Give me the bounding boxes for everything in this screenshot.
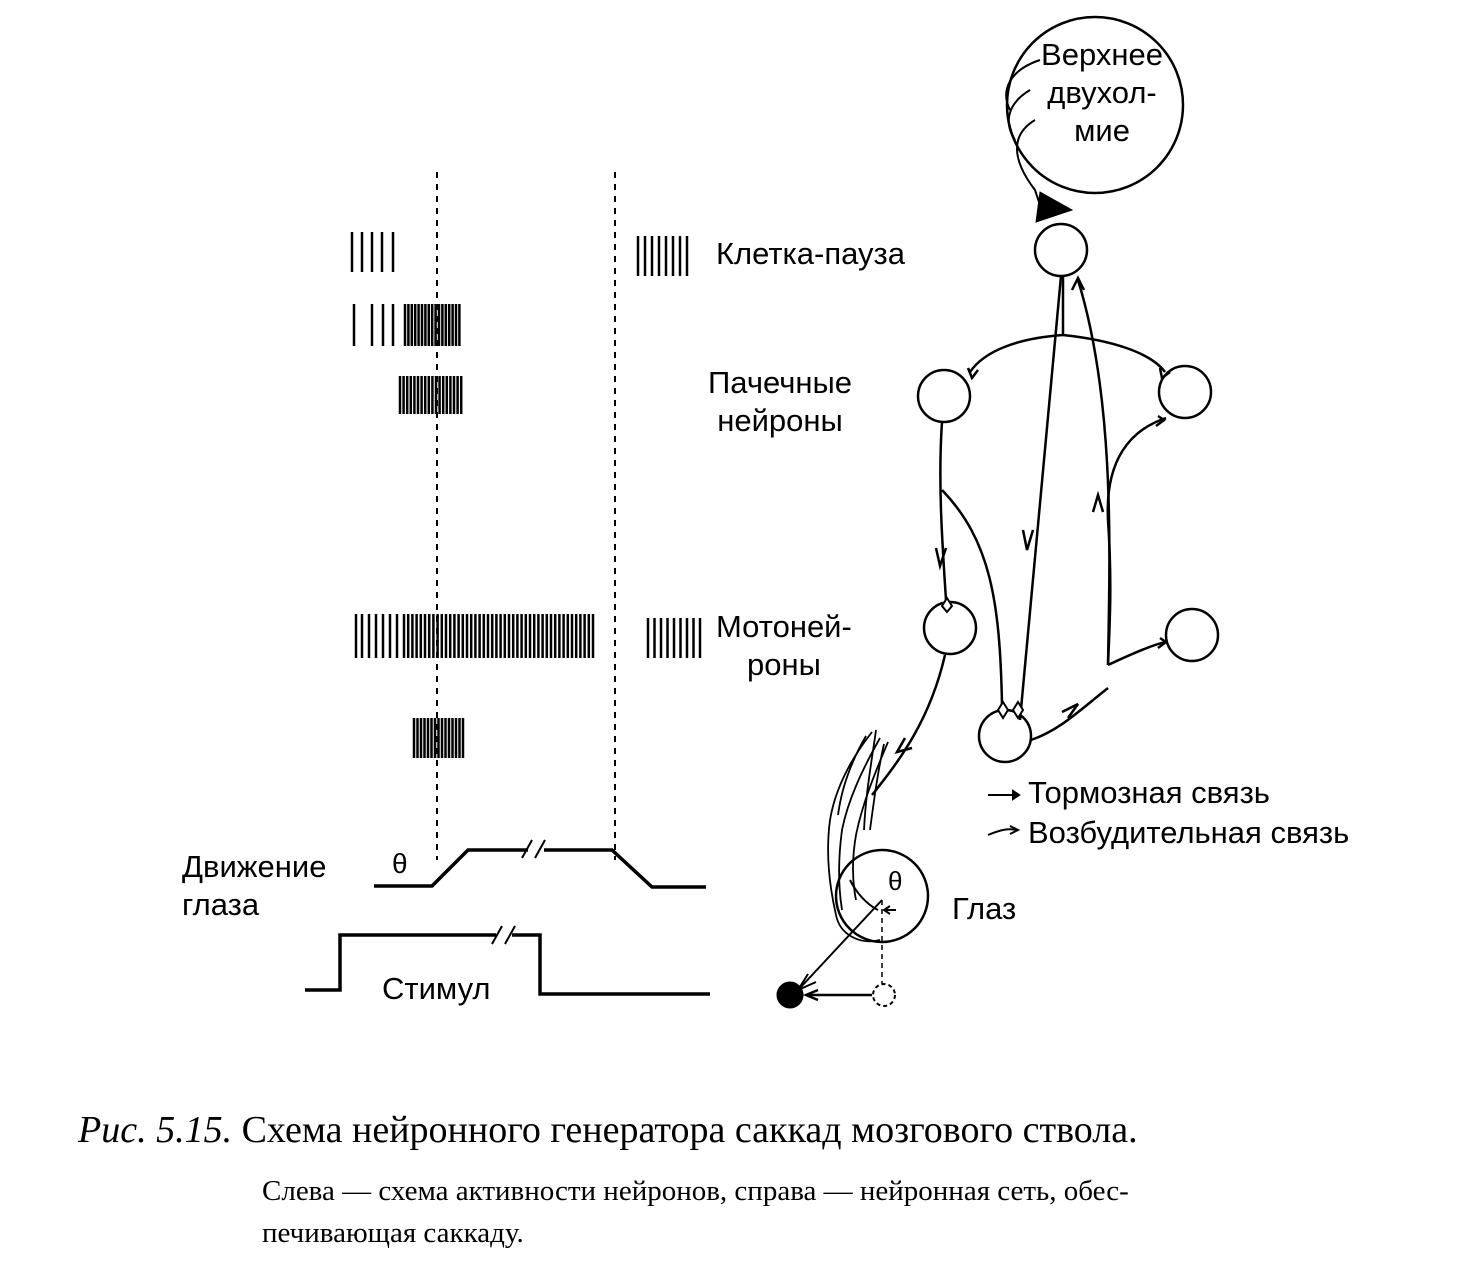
- label-eye: Глаз: [952, 891, 1017, 926]
- stimulus-trace: [305, 933, 496, 992]
- legend-excitatory: Возбудительная связь: [1028, 815, 1350, 850]
- label-line: глаза: [182, 887, 260, 922]
- stimulus-trace-end: [512, 933, 710, 996]
- legend-inhibitory: Тормозная связь: [1028, 775, 1270, 810]
- right-upper-node: [1164, 607, 1220, 663]
- axis-break-mark: [521, 839, 533, 859]
- label-line: нейроны: [717, 403, 843, 438]
- angle-arrow: [882, 905, 896, 915]
- target-filled: [776, 981, 804, 1009]
- spike-trains: [350, 232, 702, 758]
- target-initial: [872, 983, 896, 1007]
- label-line: мие: [1074, 113, 1130, 148]
- label-motoneurons: Мотоней- роны: [716, 608, 852, 684]
- label-eye-movement: Движение глаза: [182, 848, 326, 924]
- caption-description-2: печивающая саккаду.: [262, 1217, 524, 1249]
- label-line: Мотоней-: [716, 609, 852, 644]
- label-line: роны: [746, 647, 821, 682]
- axis-break-mark: [534, 839, 546, 859]
- label-line: Верхнее: [1041, 37, 1163, 72]
- label-theta-trace: θ: [392, 848, 408, 879]
- label-line: двухол-: [1047, 75, 1157, 110]
- caption-title: Схема нейронного генератора саккад мозго…: [241, 1109, 1138, 1151]
- caption-title-line: Рис. 5.15. Схема нейронного генератора с…: [78, 1108, 1138, 1152]
- colliculus-arrowhead: [1035, 191, 1074, 223]
- interneuron-node: [977, 708, 1033, 764]
- axis-break-mark: [491, 925, 503, 945]
- burst-neuron-right-node: [1157, 364, 1213, 420]
- label-theta-eye: θ: [888, 866, 903, 896]
- eye-ball: [834, 848, 930, 944]
- colliculus-fibers: [1005, 59, 1041, 206]
- label-burst-neurons: Пачечные нейроны: [708, 364, 852, 440]
- axis-break-mark: [504, 925, 516, 945]
- eye-movement-trace-end: [544, 848, 706, 889]
- angle-arc: [849, 879, 879, 911]
- legend-symbols: [987, 789, 1021, 836]
- label-line: Пачечные: [708, 365, 852, 400]
- figure-number: Рис. 5.15.: [78, 1109, 233, 1151]
- gaze-direction: [799, 899, 883, 989]
- label-superior-colliculus: Верхнее двухол- мие: [1032, 36, 1172, 150]
- label-line: Движение: [182, 849, 327, 884]
- label-stimulus: Стимул: [382, 971, 491, 1006]
- connection-arrows: [894, 275, 1171, 754]
- label-pause-cell: Клетка-пауза: [716, 236, 905, 271]
- eye-movement-trace: [374, 848, 528, 888]
- burst-neuron-left-node: [916, 368, 972, 424]
- caption-description-1: Слева — схема активности нейронов, справ…: [262, 1175, 1129, 1207]
- network-connections: [871, 275, 1169, 796]
- inhibitory-synapses: [940, 596, 1025, 720]
- target-jump-arrowhead: [802, 988, 819, 1002]
- pause-cell-node: [1033, 222, 1089, 278]
